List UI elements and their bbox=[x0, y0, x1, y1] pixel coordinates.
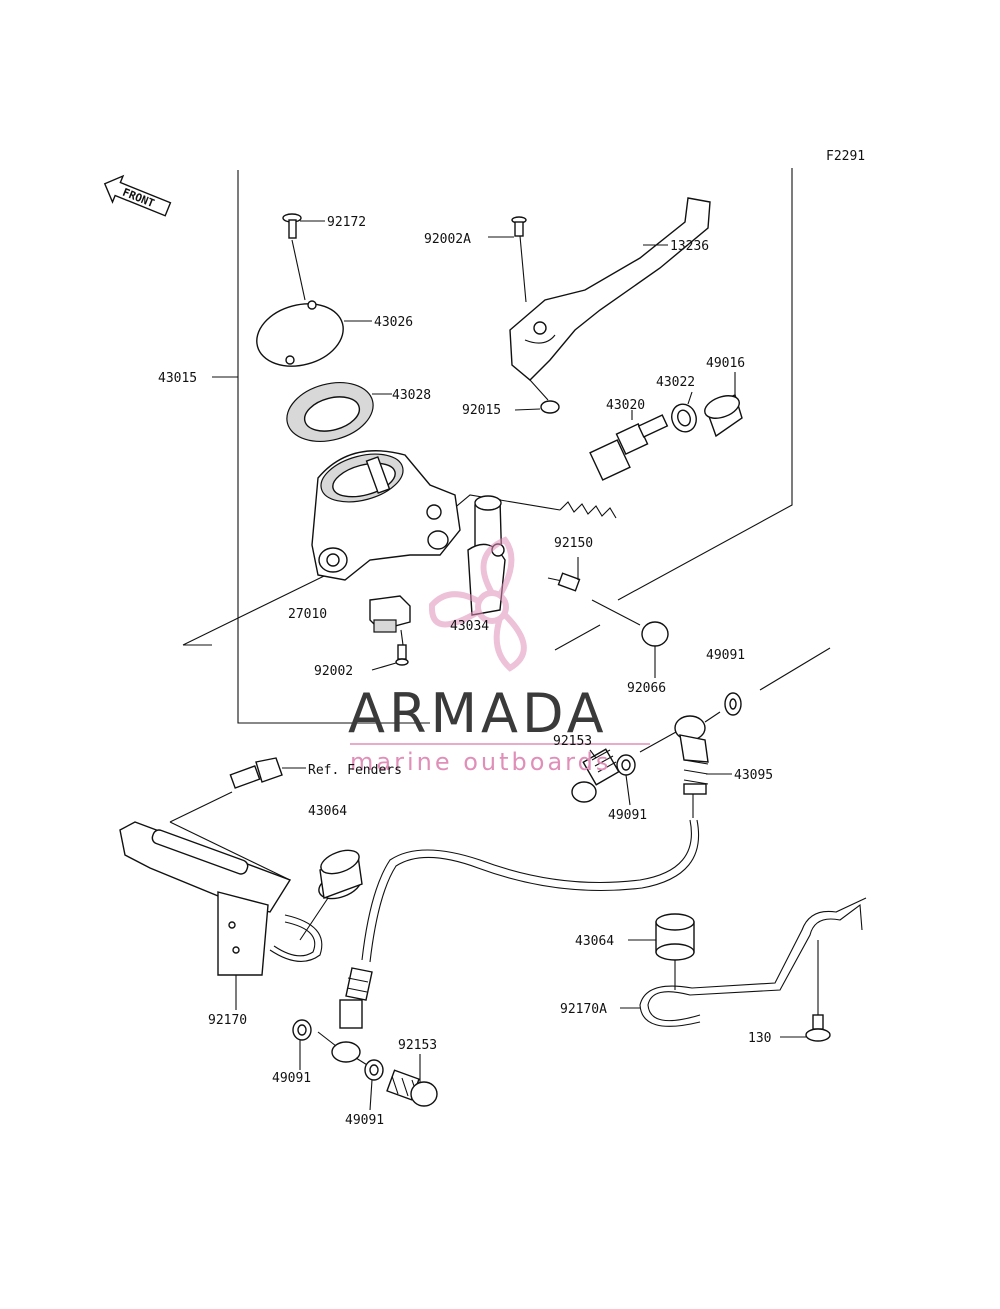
screw-130 bbox=[780, 940, 831, 1042]
clamp-92170A bbox=[620, 897, 867, 1027]
screw-92002 bbox=[371, 629, 409, 671]
pivot-bolt-92002A bbox=[488, 216, 527, 303]
label-13236: 13236 bbox=[670, 239, 709, 254]
label-ref-fenders: Ref. Fenders bbox=[308, 763, 402, 778]
label-49016: 49016 bbox=[706, 356, 745, 371]
piston-43020 bbox=[559, 410, 669, 519]
diaphragm-43028 bbox=[286, 382, 392, 442]
brake-lever-13236 bbox=[509, 197, 711, 381]
label-43064-right: 43064 bbox=[575, 934, 614, 949]
hose-end-43095 bbox=[639, 647, 831, 818]
label-43028: 43028 bbox=[392, 388, 431, 403]
label-43095: 43095 bbox=[734, 768, 773, 783]
label-49091-lower-left: 49091 bbox=[272, 1071, 311, 1086]
label-49091-top: 49091 bbox=[706, 648, 745, 663]
brake-hose bbox=[361, 819, 700, 963]
washer-49091-lower-left bbox=[292, 1019, 312, 1070]
grommet-43064-left bbox=[318, 849, 363, 900]
watermark-brand: ARMADA bbox=[348, 682, 608, 745]
label-92015: 92015 bbox=[462, 403, 501, 418]
label-92170A: 92170A bbox=[560, 1002, 607, 1017]
label-27010: 27010 bbox=[288, 607, 327, 622]
label-49091-right: 49091 bbox=[608, 808, 647, 823]
propeller-logo-icon bbox=[428, 536, 527, 672]
circlip-43022 bbox=[671, 391, 697, 433]
watermark: ARMADA marine outboards bbox=[348, 536, 650, 776]
front-arrow-icon: FRONT bbox=[103, 174, 172, 217]
label-43015: 43015 bbox=[158, 371, 197, 386]
banjo-bolt-92153-upper bbox=[571, 748, 620, 803]
grommet-43064-right bbox=[628, 913, 695, 990]
bolt-92150 bbox=[547, 557, 641, 626]
label-92002A: 92002A bbox=[424, 232, 471, 247]
bracket-92170 bbox=[119, 821, 292, 1010]
label-43020: 43020 bbox=[606, 398, 645, 413]
master-cylinder-body bbox=[311, 450, 461, 581]
figure-code: F2291 bbox=[826, 149, 865, 164]
cap-92066 bbox=[641, 621, 669, 678]
bolt-ref-fenders bbox=[169, 757, 306, 823]
hose-clamp-left bbox=[269, 894, 331, 962]
label-43034: 43034 bbox=[450, 619, 489, 634]
washer-49091-right bbox=[616, 754, 636, 806]
boot-49016 bbox=[704, 372, 743, 438]
watermark-tagline: marine outboards bbox=[350, 748, 611, 776]
label-92153-upper: 92153 bbox=[553, 734, 592, 749]
label-92170: 92170 bbox=[208, 1013, 247, 1028]
switch-27010 bbox=[369, 595, 411, 633]
label-43064-left: 43064 bbox=[308, 804, 347, 819]
screw-92172 bbox=[282, 213, 325, 301]
banjo-bolt-92153-lower bbox=[386, 1054, 438, 1107]
label-92002: 92002 bbox=[314, 664, 353, 679]
label-49091-lower-right: 49091 bbox=[345, 1113, 384, 1128]
label-92066: 92066 bbox=[627, 681, 666, 696]
label-43022: 43022 bbox=[656, 375, 695, 390]
washer-49091-lower-right bbox=[364, 1059, 384, 1111]
label-92150: 92150 bbox=[554, 536, 593, 551]
label-92153-lower: 92153 bbox=[398, 1038, 437, 1053]
hose-end-lower bbox=[317, 967, 373, 1069]
assembly-bracket-43015 bbox=[212, 170, 430, 724]
label-130: 130 bbox=[748, 1031, 771, 1046]
label-92172: 92172 bbox=[327, 215, 366, 230]
nut-92015 bbox=[514, 379, 560, 414]
label-43026: 43026 bbox=[374, 315, 413, 330]
reservoir-cap-43026 bbox=[256, 300, 372, 367]
